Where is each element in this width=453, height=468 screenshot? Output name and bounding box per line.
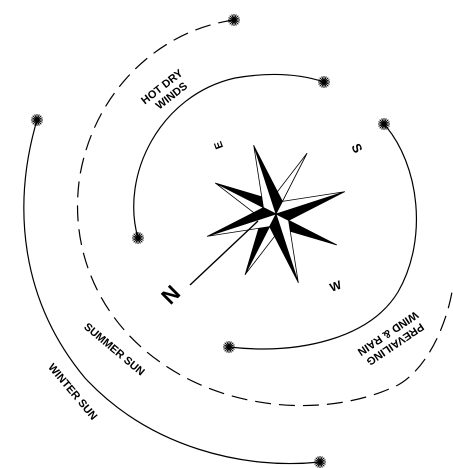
winter-sun-start-marker (31, 114, 43, 126)
hot-dry-winds-end-marker (318, 76, 330, 88)
north-label: N (156, 280, 185, 309)
hot-dry-winds-start-marker (132, 232, 144, 244)
prevailing-wind-label: PREVAILING WIND & RAIN (355, 308, 427, 368)
compass-rose (185, 123, 366, 304)
winter-sun-end-marker (314, 456, 326, 468)
summer-sun-marker (228, 14, 240, 26)
east-label: E (212, 140, 226, 151)
south-label: S (348, 141, 365, 155)
prevailing-wind-start-marker (378, 118, 390, 130)
summer-sun-label: SUMMER SUN (81, 321, 146, 379)
hot-dry-winds-label: HOT DRY WINDS (139, 67, 194, 117)
prevailing-wind-end-marker (223, 341, 235, 353)
compass-major-points (185, 123, 366, 304)
west-label: W (328, 277, 344, 294)
winter-sun-label: WINTER SUN (45, 362, 99, 423)
